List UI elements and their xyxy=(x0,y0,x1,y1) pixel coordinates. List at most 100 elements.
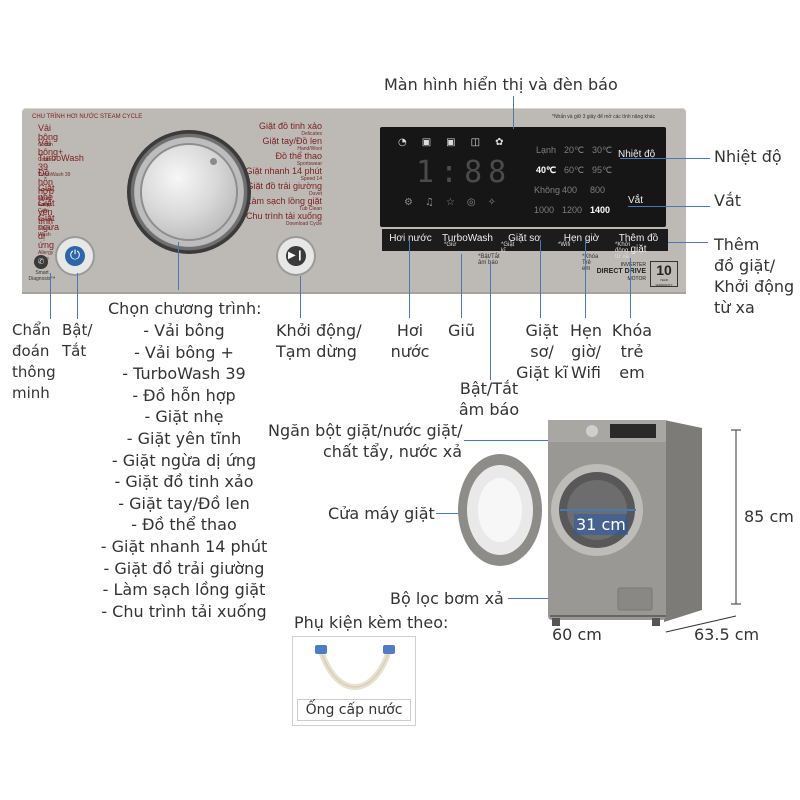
program-callout-item: - Giặt ngừa dị ứng xyxy=(111,450,257,470)
function-button[interactable]: Thêm đồ giặt xyxy=(618,233,659,255)
power-callout: Bật/ Tắt xyxy=(62,320,92,362)
program-callout-item: - Giặt nhẹ xyxy=(144,407,224,427)
leader-line xyxy=(300,276,301,318)
spin-option: 400 xyxy=(562,185,578,195)
steam-callout: Hơi nước xyxy=(390,320,430,362)
leader-line xyxy=(585,240,586,318)
start-pause-button[interactable]: ▶❙ xyxy=(278,238,314,274)
power-icon: ⏻ xyxy=(65,246,85,266)
callout-line: nước xyxy=(390,342,430,361)
inverter-text: INVERTER xyxy=(620,262,646,268)
temperature-option: 40℃ xyxy=(536,165,557,175)
height-label: 85 cm xyxy=(744,507,794,526)
spin-option: 1200 xyxy=(562,205,583,215)
program-name-en: Mixed Fabric xyxy=(38,196,52,208)
callout-line: Giặt kĩ xyxy=(516,363,568,382)
program-callout-item: - Vải bông + xyxy=(134,342,234,362)
leader-line xyxy=(668,242,708,243)
temperature-button[interactable]: Nhiệt độ xyxy=(618,149,656,160)
callout-line: Khóa xyxy=(611,321,653,340)
program-callout-item: - Giặt đồ trải giường xyxy=(103,558,265,578)
spin-option: 800 xyxy=(590,185,606,195)
function-button-sub: *Giữ xyxy=(444,242,457,248)
program-label-left: Vải bông+Cotton+ xyxy=(38,138,64,164)
program-name-en: Speed 14 xyxy=(300,176,322,182)
program-callout-item: - Đồ thể thao xyxy=(131,515,237,535)
hose-label: Ống cấp nước xyxy=(297,699,411,721)
function-button[interactable]: Hẹn giờ xyxy=(563,233,600,244)
program-name-en: Duvet xyxy=(308,191,322,197)
program-callout-item: - Giặt tay/Đồ len xyxy=(118,493,250,513)
program-name-en: Tub Clean xyxy=(299,206,322,212)
function-button-sub: *Wifi xyxy=(558,242,571,248)
program-name: Làm sạch lồng giặt xyxy=(246,196,322,206)
callout-line: Tắt xyxy=(62,342,87,360)
function-button[interactable]: Hơi nước xyxy=(389,233,432,244)
spin-option: Không xyxy=(534,185,561,195)
program-callout-item: - Vải bông xyxy=(143,321,225,340)
child-lock-callout: Khóa trẻ em xyxy=(610,320,654,383)
callout-line: âm báo xyxy=(458,400,520,419)
program-name: Giặt yên tĩnh xyxy=(38,198,55,226)
function-button[interactable]: Giặt sơ xyxy=(508,233,541,244)
prewash-callout: Giặt sơ/ Giặt kĩ xyxy=(512,320,572,383)
callout-line: Chẩn xyxy=(12,321,51,339)
callout-line: em xyxy=(619,363,645,382)
program-callout-item: - Chu trình tải xuống xyxy=(101,601,267,621)
status-icons: ◔▣▣◫✿ xyxy=(398,137,519,148)
program-name: Giặt đồ trải giường xyxy=(246,181,322,191)
program-name-en: Hand/Wool xyxy=(297,146,322,152)
program-callout-title: Chọn chương trình: xyxy=(108,299,262,318)
callout-line: Wifi xyxy=(571,363,601,382)
motor-text: MOTOR xyxy=(627,276,646,282)
width-label: 60 cm xyxy=(552,625,602,644)
child-lock-sub-label: *Khóa Trẻ em xyxy=(582,254,599,272)
program-name: Đồ hỗn hợp xyxy=(38,168,54,196)
program-name: Vải bông+ xyxy=(38,138,64,157)
detergent-callout: Ngăn bột giặt/nước giặt/ chất tẩy, nước … xyxy=(268,420,463,462)
leader-line xyxy=(513,96,514,129)
program-name-en: Delicates xyxy=(301,131,322,137)
display-callout: Màn hình hiển thị và đèn báo xyxy=(384,75,618,94)
dial-knob[interactable] xyxy=(142,145,236,239)
door-callout: Cửa máy giặt xyxy=(328,504,435,523)
leader-line xyxy=(464,440,560,441)
callout-line: Ngăn bột giặt/nước giặt/ xyxy=(268,421,463,440)
leader-line xyxy=(178,242,179,290)
program-name-en: Silent Wash xyxy=(38,226,51,238)
callout-line: trẻ xyxy=(620,342,644,361)
callout-line: Hơi xyxy=(396,321,424,340)
warranty-years: 10 xyxy=(656,262,672,278)
leader-line xyxy=(50,273,51,319)
program-name-en: Cotton xyxy=(38,142,53,148)
program-name: Giặt tay/Đồ len xyxy=(262,136,322,146)
callout-line: thông xyxy=(12,363,56,381)
program-name: Giặt ngừa dị ứng xyxy=(38,213,60,250)
machine-side xyxy=(664,420,702,622)
function-button[interactable]: TurboWash xyxy=(442,233,493,244)
callout-line: giờ/ xyxy=(571,342,601,361)
spin-button[interactable]: Vắt xyxy=(628,195,644,206)
add-item-line: Khởi động xyxy=(714,277,795,296)
temperature-option: 95℃ xyxy=(592,165,613,175)
callout-line: Giặt xyxy=(525,321,559,340)
program-dial[interactable] xyxy=(127,130,251,254)
accessory-box: Ống cấp nước xyxy=(292,636,416,726)
smart-diagnosis-icon: ✆ xyxy=(34,255,48,269)
depth-label: 63.5 cm xyxy=(694,625,760,644)
program-name: Chu trình tải xuống xyxy=(245,211,322,221)
play-pause-icon: ▶❙ xyxy=(286,246,306,266)
power-button[interactable]: ⏻ xyxy=(57,238,93,274)
program-callout-item: - Làm sạch lồng giặt xyxy=(102,580,266,600)
inverter-badge: INVERTER DIRECT DRIVE MOTOR xyxy=(596,262,646,282)
leader-line xyxy=(436,513,464,514)
